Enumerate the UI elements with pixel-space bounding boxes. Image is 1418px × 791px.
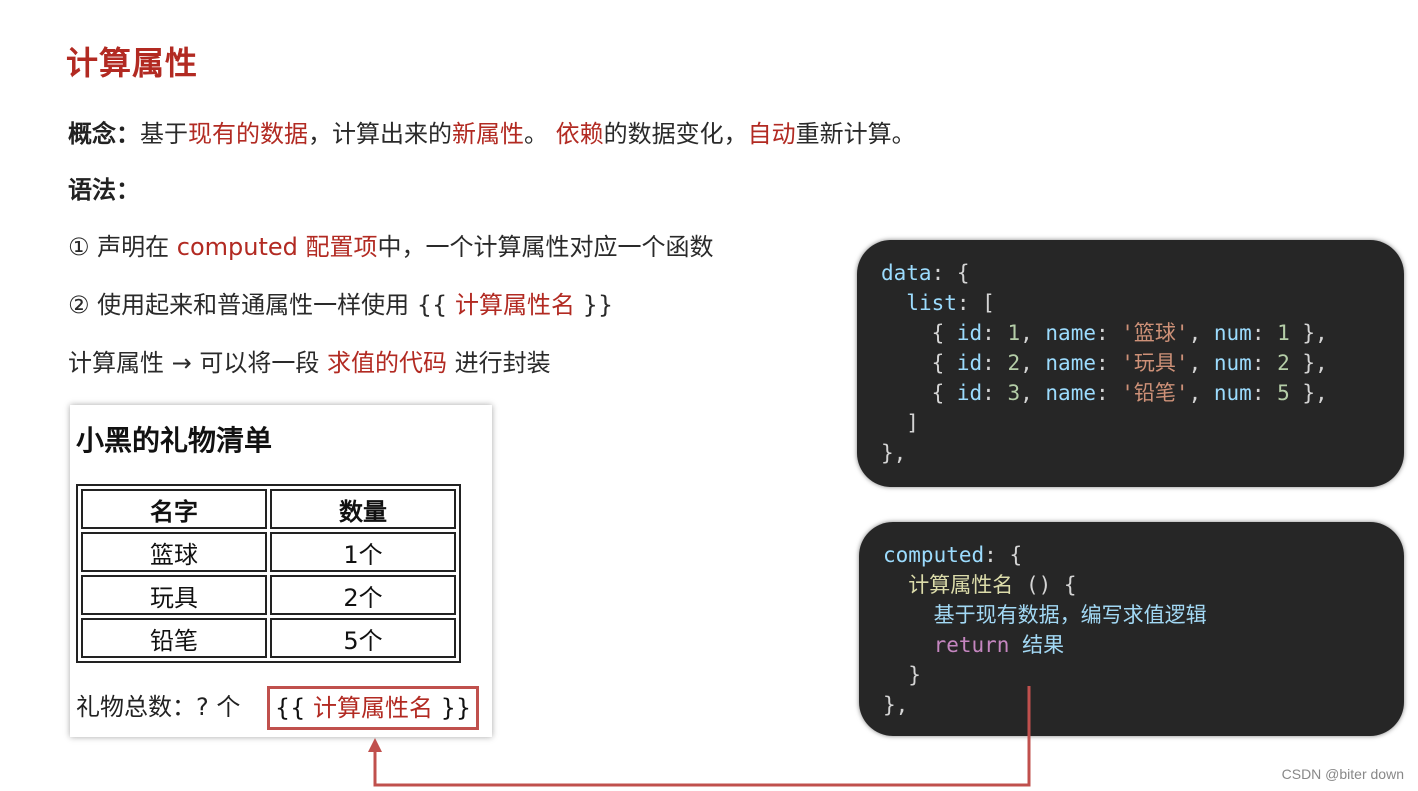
text: ① 声明在 <box>68 233 177 261</box>
highlight: 新属性 <box>452 120 524 148</box>
code-num: 1 <box>1007 321 1021 345</box>
concept-label: 概念： <box>68 120 140 148</box>
data-code-block: data: { list: [ { id: 1, name: '篮球', num… <box>857 240 1404 487</box>
code-return: return <box>933 633 1010 657</box>
code-key: list <box>906 291 957 315</box>
cell-name: 玩具 <box>81 575 267 615</box>
cell-name: 铅笔 <box>81 618 267 658</box>
text: ② 使用起来和普通属性一样使用 {{ <box>68 291 455 319</box>
code-num: 3 <box>1007 381 1021 405</box>
syntax-step-2: ② 使用起来和普通属性一样使用 {{ 计算属性名 }} <box>68 285 613 320</box>
code-body: 结果 <box>1022 633 1065 657</box>
text: ，计算出来的 <box>308 120 452 148</box>
gift-table: 名字 数量 篮球 1个 玩具 2个 铅笔 5个 <box>76 484 461 663</box>
concept-line: 概念：基于现有的数据，计算出来的新属性。 依赖的数据变化，自动重新计算。 <box>68 114 916 149</box>
gift-list-card: 小黑的礼物清单 名字 数量 篮球 1个 玩具 2个 铅笔 5个 礼物总数：? 个… <box>70 405 492 737</box>
code-num: 1 <box>1277 321 1290 345</box>
code-body: 基于现有数据，编写求值逻辑 <box>933 603 1207 627</box>
computed-placeholder-box: {{ 计算属性名 }} <box>267 686 479 730</box>
code-fn: 计算属性名 <box>908 573 1014 597</box>
code-num: 2 <box>1007 351 1021 375</box>
text: 进行封装 <box>447 349 551 377</box>
arrow-head-icon <box>368 738 382 752</box>
text: 的数据变化， <box>603 120 748 148</box>
highlight: 计算属性名 <box>313 694 433 722</box>
cell-count: 1个 <box>270 532 456 572</box>
code-key: computed <box>883 543 985 567</box>
text: 计算属性 → 可以将一段 <box>68 349 327 377</box>
computed-code-block: computed: { 计算属性名 () { 基于现有数据，编写求值逻辑 ret… <box>859 522 1404 736</box>
cell-count: 2个 <box>270 575 456 615</box>
table-row: 铅笔 5个 <box>81 618 456 658</box>
cell-name: 篮球 <box>81 532 267 572</box>
text: 基于 <box>140 120 188 148</box>
code-str: '篮球' <box>1121 321 1189 345</box>
highlight: 求值的代码 <box>327 349 447 377</box>
highlight: 依赖 <box>555 120 604 148</box>
text: }} <box>574 291 614 319</box>
code-num: 2 <box>1277 351 1290 375</box>
text: 重新计算。 <box>795 120 916 148</box>
header-name: 名字 <box>81 489 267 529</box>
table-row: 玩具 2个 <box>81 575 456 615</box>
code-num: 5 <box>1277 381 1290 405</box>
code-str: '玩具' <box>1121 351 1189 375</box>
syntax-step-1: ① 声明在 computed 配置项中，一个计算属性对应一个函数 <box>68 227 714 262</box>
text: 。 <box>524 120 556 148</box>
highlight: 自动 <box>747 120 796 148</box>
total-label: 礼物总数：? 个 <box>76 693 241 721</box>
syntax-heading: 语法： <box>68 176 140 204</box>
table-row: 篮球 1个 <box>81 532 456 572</box>
text: 中，一个计算属性对应一个函数 <box>377 233 714 261</box>
highlight: 现有的数据 <box>188 120 308 148</box>
page-title: 计算属性 <box>66 44 199 82</box>
card-title: 小黑的礼物清单 <box>76 424 273 457</box>
cell-count: 5个 <box>270 618 456 658</box>
text: }} <box>433 694 472 722</box>
code-key: data <box>881 261 932 285</box>
arrow-line <box>373 686 1031 787</box>
header-count: 数量 <box>270 489 456 529</box>
highlight: 计算属性名 <box>454 291 575 319</box>
watermark: CSDN @biter down <box>1281 766 1404 782</box>
highlight: computed 配置项 <box>176 233 378 261</box>
text: {{ <box>274 694 313 722</box>
syntax-label: 语法： <box>68 170 140 205</box>
code-str: '铅笔' <box>1121 381 1189 405</box>
table-header-row: 名字 数量 <box>81 489 456 529</box>
syntax-step-3: 计算属性 → 可以将一段 求值的代码 进行封装 <box>68 343 551 378</box>
